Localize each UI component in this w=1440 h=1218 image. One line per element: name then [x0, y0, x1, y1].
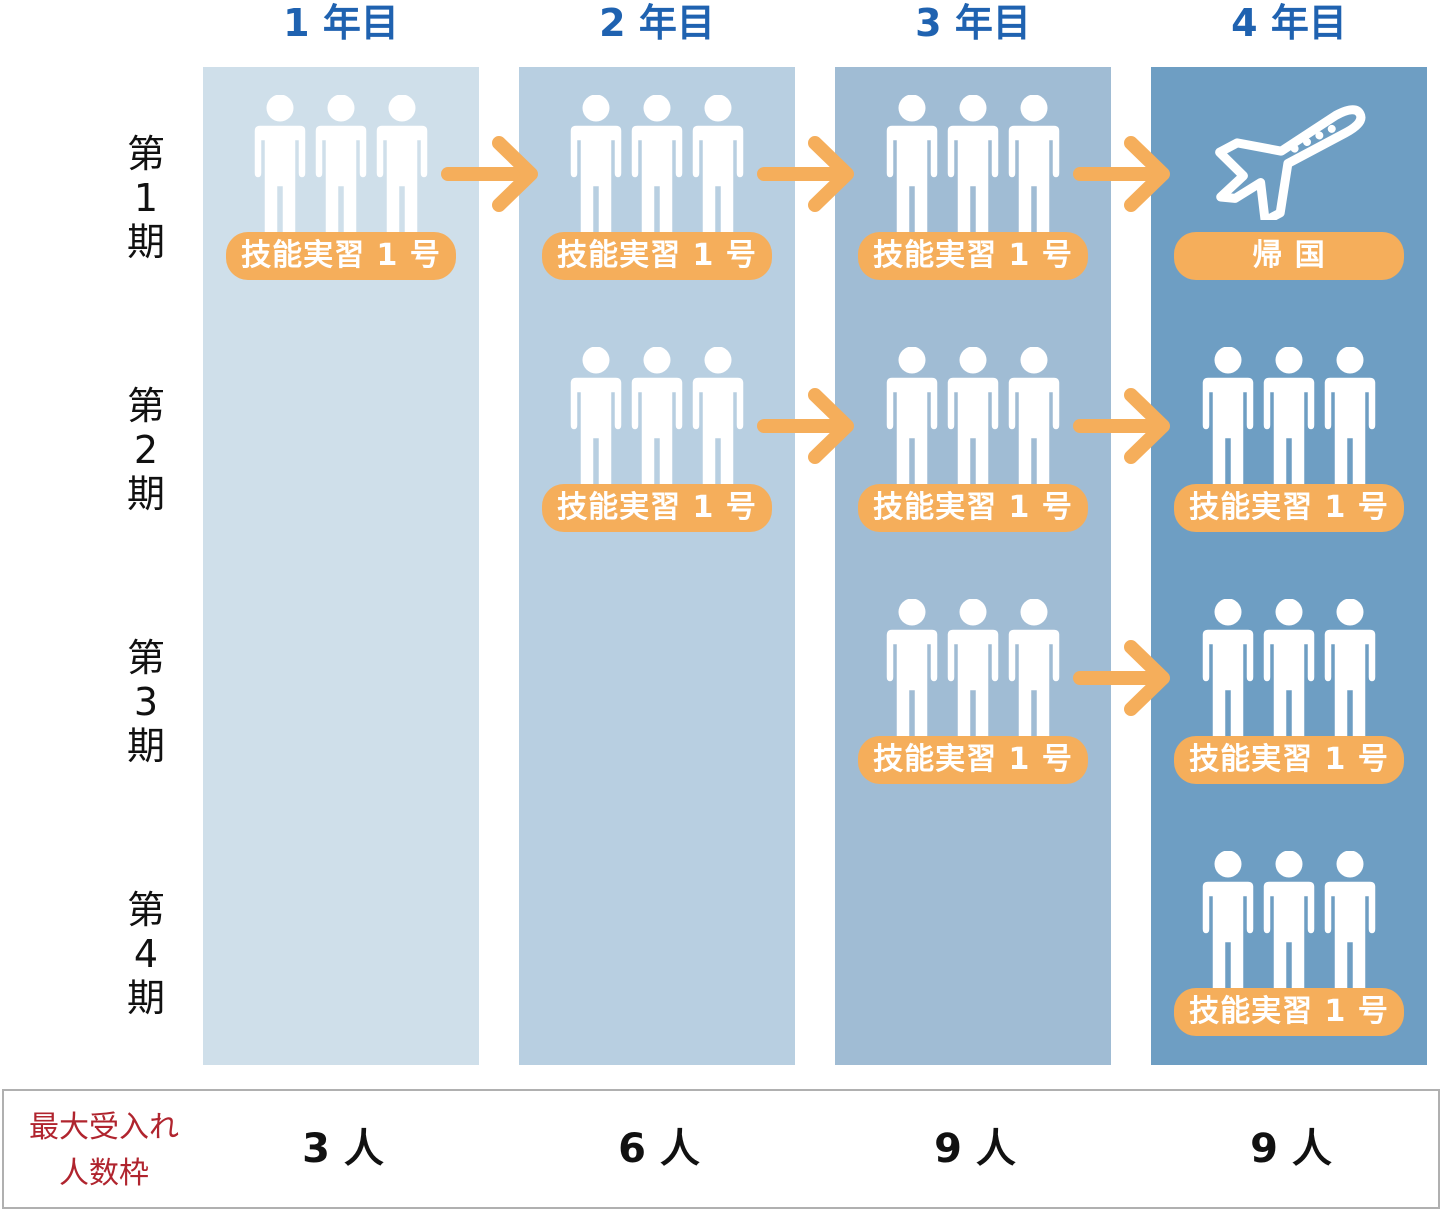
arrow-right-icon	[757, 386, 857, 466]
trainee-group-icon	[566, 346, 748, 488]
period-char: 第	[126, 132, 165, 176]
period-char: 期	[126, 724, 165, 768]
person-icon	[1201, 598, 1255, 740]
period-char: 第	[126, 888, 165, 932]
arrow-right-icon	[441, 134, 541, 214]
period-char: 2	[133, 428, 159, 472]
airplane-icon	[1199, 90, 1379, 230]
year-header-2: 2 年目	[599, 1, 715, 45]
person-icon	[1007, 598, 1061, 740]
trainee-group-icon	[882, 346, 1064, 488]
period-char: 1	[133, 176, 159, 220]
capacity-label-line2: 人数枠	[59, 1156, 149, 1191]
person-icon	[691, 94, 745, 236]
trainee-badge: 技能実習 1 号	[1174, 988, 1404, 1036]
trainee-group-icon	[1198, 598, 1380, 740]
trainee-badge: 技能実習 1 号	[542, 484, 772, 532]
year-header-4: 4 年目	[1231, 1, 1347, 45]
person-icon	[1323, 850, 1377, 992]
person-icon	[1201, 850, 1255, 992]
person-icon	[1007, 94, 1061, 236]
capacity-value-year-1: 3 人	[302, 1126, 384, 1172]
person-icon	[630, 346, 684, 488]
person-icon	[946, 94, 1000, 236]
trainee-badge: 技能実習 1 号	[1174, 736, 1404, 784]
person-icon	[569, 94, 623, 236]
year-header-3: 3 年目	[915, 1, 1031, 45]
person-icon	[375, 94, 429, 236]
capacity-value-year-3: 9 人	[934, 1126, 1016, 1172]
person-icon	[691, 346, 745, 488]
person-icon	[885, 598, 939, 740]
period-char: 第	[126, 636, 165, 680]
person-icon	[569, 346, 623, 488]
person-icon	[1262, 346, 1316, 488]
person-icon	[1007, 346, 1061, 488]
trainee-group-icon	[250, 94, 432, 236]
period-char: 3	[133, 680, 159, 724]
trainee-badge: 技能実習 1 号	[226, 232, 456, 280]
period-char: 期	[126, 220, 165, 264]
trainee-badge: 技能実習 1 号	[858, 484, 1088, 532]
person-icon	[1323, 346, 1377, 488]
trainee-group-icon	[1198, 850, 1380, 992]
capacity-label: 最大受入れ 人数枠	[4, 1105, 204, 1197]
trainee-badge: 技能実習 1 号	[858, 736, 1088, 784]
person-icon	[1262, 598, 1316, 740]
return-home-badge: 帰 国	[1174, 232, 1404, 280]
person-icon	[946, 346, 1000, 488]
person-icon	[885, 346, 939, 488]
trainee-badge: 技能実習 1 号	[858, 232, 1088, 280]
trainee-group-icon	[882, 94, 1064, 236]
trainee-group-icon	[566, 94, 748, 236]
capacity-value-year-2: 6 人	[618, 1126, 700, 1172]
person-icon	[314, 94, 368, 236]
capacity-label-line1: 最大受入れ	[29, 1110, 179, 1145]
trainee-badge: 技能実習 1 号	[1174, 484, 1404, 532]
person-icon	[1323, 598, 1377, 740]
person-icon	[630, 94, 684, 236]
person-icon	[885, 94, 939, 236]
arrow-right-icon	[757, 134, 857, 214]
period-char: 4	[133, 932, 159, 976]
year-header-1: 1 年目	[283, 1, 399, 45]
capacity-value-year-4: 9 人	[1250, 1126, 1332, 1172]
capacity-table: 最大受入れ 人数枠 3 人 6 人 9 人 9 人	[2, 1089, 1440, 1209]
arrow-right-icon	[1073, 134, 1173, 214]
trainee-group-icon	[882, 598, 1064, 740]
period-char: 第	[126, 384, 165, 428]
person-icon	[253, 94, 307, 236]
period-char: 期	[126, 976, 165, 1020]
trainee-group-icon	[1198, 346, 1380, 488]
trainee-badge: 技能実習 1 号	[542, 232, 772, 280]
period-char: 期	[126, 472, 165, 516]
person-icon	[1201, 346, 1255, 488]
person-icon	[946, 598, 1000, 740]
arrow-right-icon	[1073, 638, 1173, 718]
person-icon	[1262, 850, 1316, 992]
arrow-right-icon	[1073, 386, 1173, 466]
